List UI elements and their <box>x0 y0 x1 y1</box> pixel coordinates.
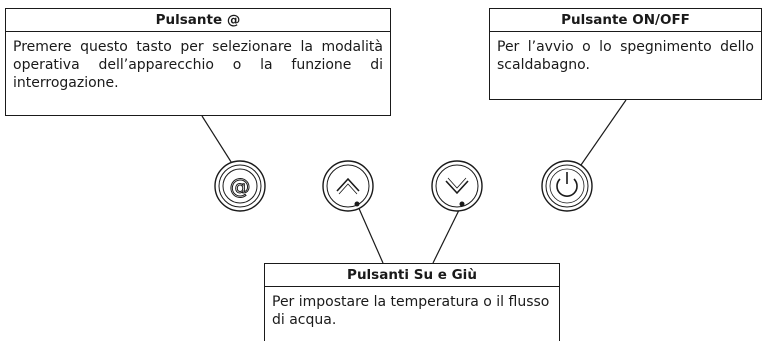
chevron-up-icon <box>336 177 360 192</box>
down-button[interactable] <box>431 160 483 212</box>
callout-text: Per l’avvio o lo spegnimento dello scald… <box>497 39 754 73</box>
power-button[interactable] <box>541 160 593 212</box>
callout-updown-buttons: Pulsanti Su e Giù Per impostare la tempe… <box>264 263 560 341</box>
leader-line-up <box>356 203 384 264</box>
down-button-anchor-dot <box>459 201 465 207</box>
at-icon: @ <box>230 175 251 199</box>
chevron-down-icon <box>445 180 469 195</box>
leader-line-down <box>432 203 463 264</box>
callout-title: Pulsante @ <box>6 9 390 32</box>
callout-at-button: Pulsante @ Premere questo tasto per sele… <box>5 8 391 116</box>
callout-title: Pulsante ON/OFF <box>490 9 761 32</box>
up-button-anchor-dot <box>354 201 360 207</box>
up-button[interactable] <box>322 160 374 212</box>
callout-text: Per impostare la temperatura o il flusso… <box>272 294 550 328</box>
at-button[interactable]: @ <box>214 160 266 212</box>
callout-text: Premere questo tasto per selezionare la … <box>13 39 383 91</box>
callout-onoff-button: Pulsante ON/OFF Per l’avvio o lo spegnim… <box>489 8 762 100</box>
power-icon <box>556 172 578 197</box>
callout-title: Pulsanti Su e Giù <box>265 264 559 287</box>
